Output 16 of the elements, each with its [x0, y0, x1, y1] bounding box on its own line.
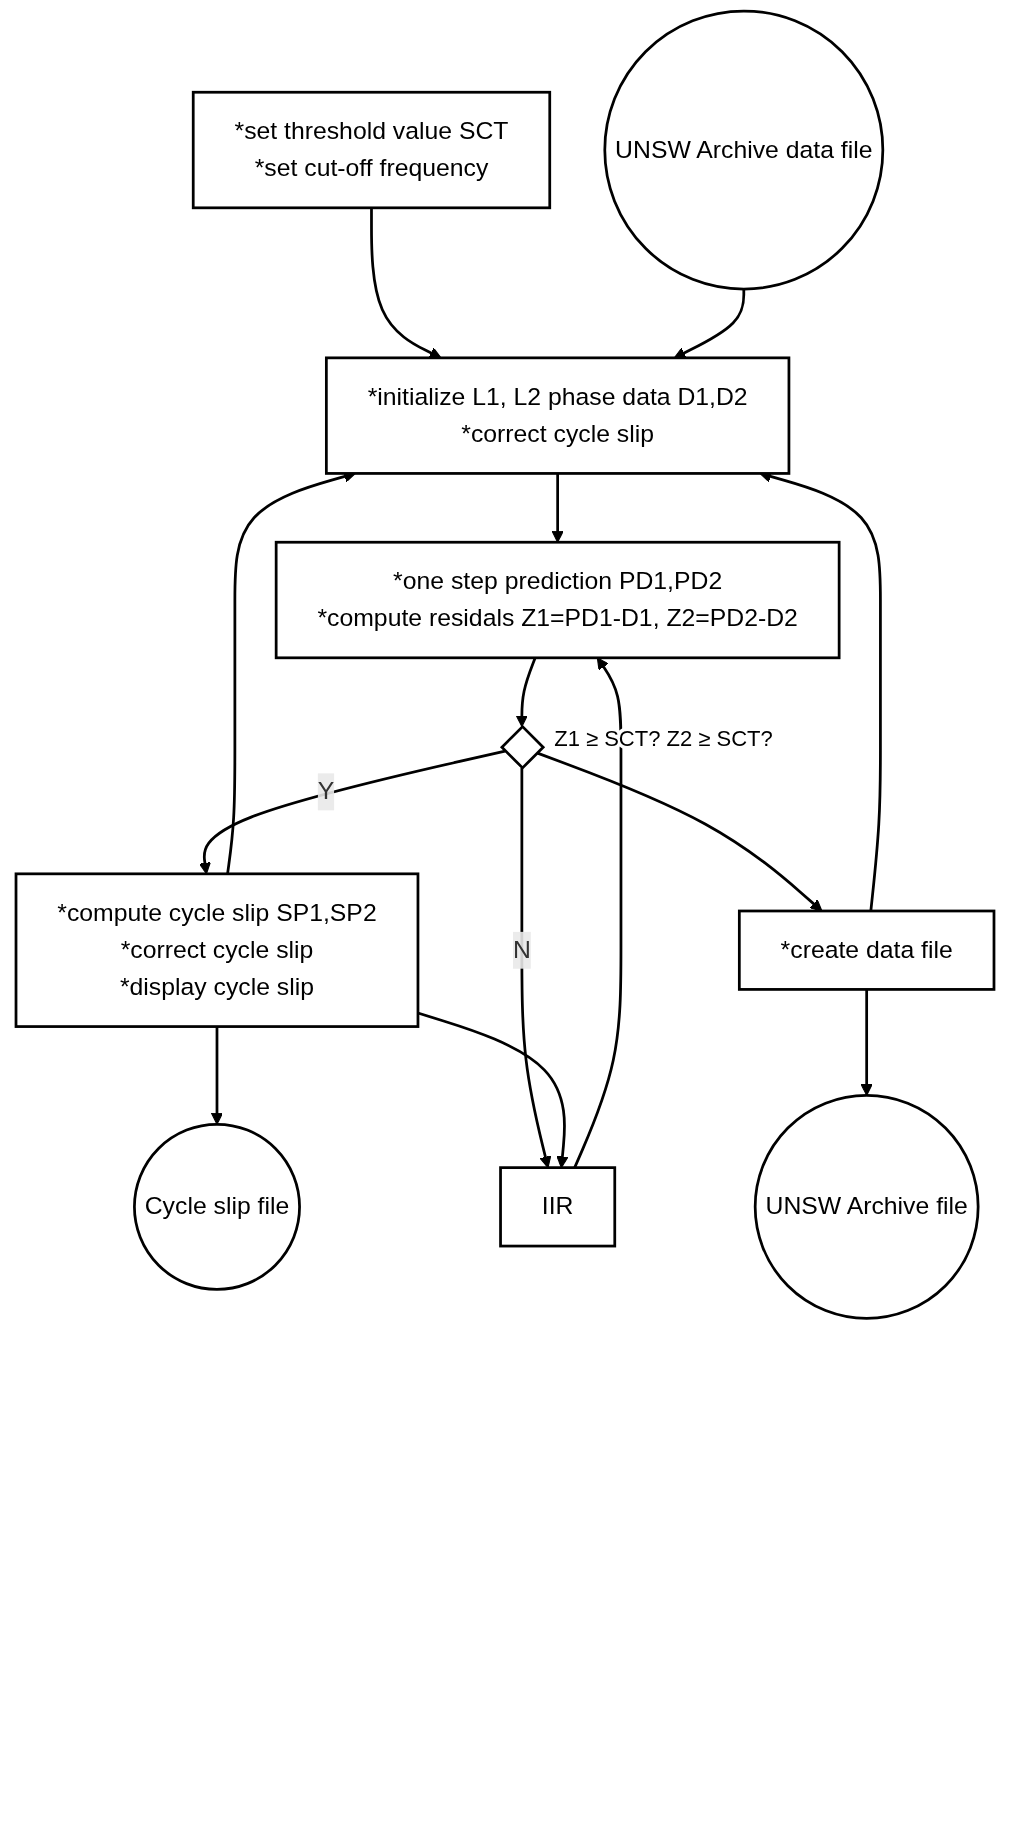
- node-diamond: [499, 724, 546, 770]
- edge-label: Y: [317, 777, 335, 805]
- arrow: [551, 473, 564, 543]
- node-box: *one step prediction PD1,PD2 *compute residals Z1=PD1-D1, Z2=PD2-D2: [274, 540, 841, 660]
- arrow: [860, 989, 873, 1096]
- node-box: *set threshold value SCT *set cut-off frequency: [191, 90, 552, 210]
- node-box: *initialize L1, L2 phase data D1,D2 *correct cycle slip: [325, 356, 791, 475]
- node-circle: UNSW Archive data file: [603, 9, 885, 291]
- node-circle: Cycle slip file: [133, 1122, 301, 1291]
- node-circle: UNSW Archive file: [753, 1094, 980, 1320]
- arrow: [210, 1026, 224, 1125]
- edge-label: N: [512, 935, 531, 964]
- node-box: IIR: [499, 1166, 617, 1248]
- arrow: [515, 657, 537, 728]
- node-box: *compute cycle slip SP1,SP2 *correct cycle slip *display cycle slip: [14, 872, 420, 1028]
- node-box: *create data file: [737, 909, 996, 991]
